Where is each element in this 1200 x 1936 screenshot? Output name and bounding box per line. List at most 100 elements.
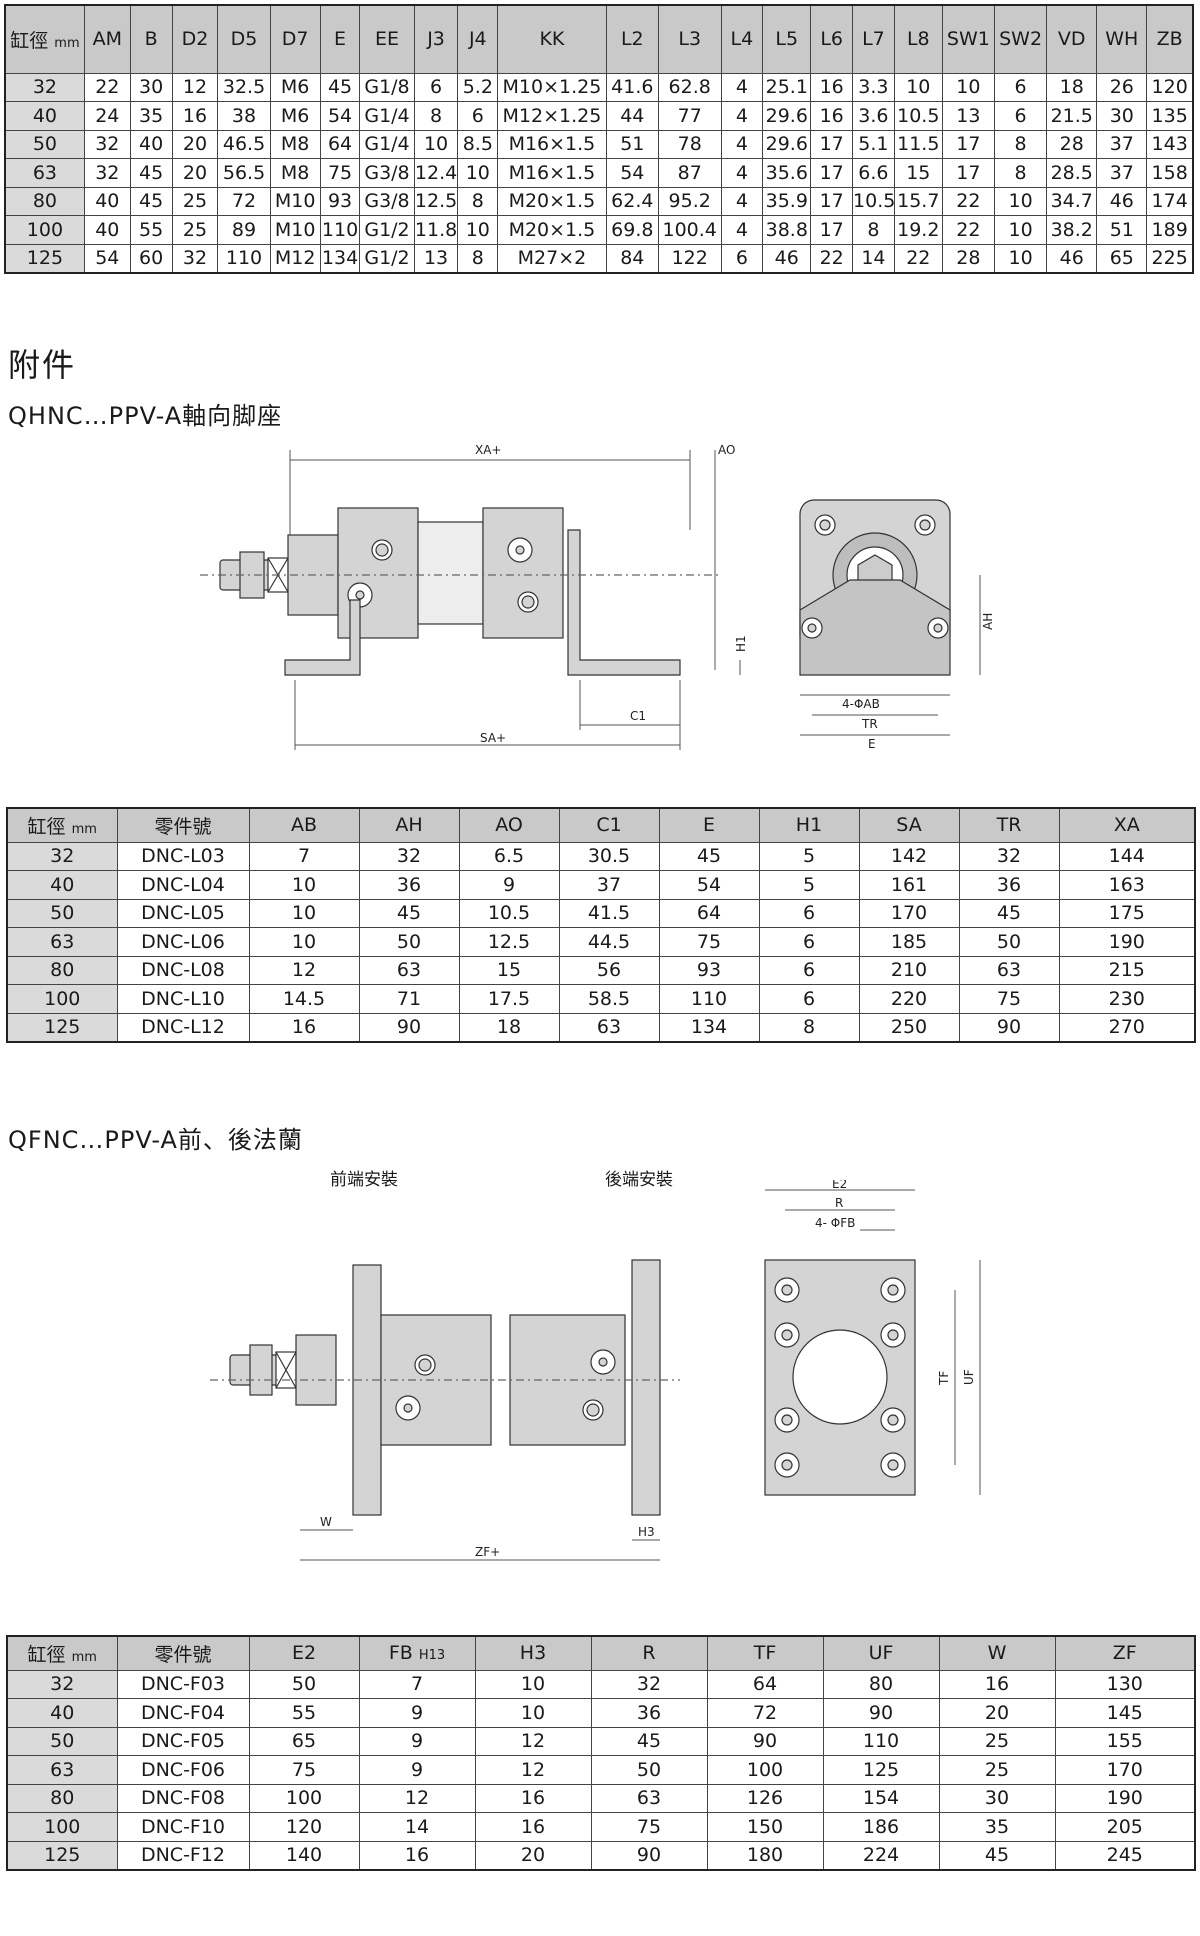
table-cell: G1/2 (359, 243, 415, 273)
table-cell: 21.5 (1046, 101, 1098, 131)
table-cell: 16 (248, 1012, 360, 1042)
bore-cell: 50 (6, 898, 118, 928)
table-cell: 37 (1096, 158, 1148, 188)
column-header: E2 (248, 1635, 360, 1671)
table-cell: 10 (474, 1669, 592, 1699)
column-header-label: SA (896, 814, 922, 837)
table-cell: 100 (706, 1755, 824, 1785)
table-cell: 69.8 (605, 215, 659, 245)
table-cell: 6.5 (458, 841, 560, 871)
table-cell: 32.5 (217, 72, 271, 102)
table-cell: G1/2 (359, 215, 415, 245)
table-cell: 8 (457, 186, 499, 216)
foot-mount-side-drawing: XA+ AO C1 SA+ H1 (200, 443, 748, 750)
column-header: E (319, 4, 361, 74)
table-cell: 6 (758, 898, 860, 928)
table-cell: 8 (993, 158, 1048, 188)
table-cell: 6 (413, 72, 459, 102)
table-cell: 11.8 (413, 215, 459, 245)
column-header: AO (458, 807, 560, 843)
svg-text:E2: E2 (832, 1180, 847, 1191)
table-cell: 55 (248, 1698, 360, 1728)
column-header-label: L7 (862, 28, 885, 51)
table-cell: 16 (474, 1812, 592, 1842)
table-cell: 9 (358, 1755, 476, 1785)
column-header: UF (822, 1635, 940, 1671)
column-header-label: 缸徑 (27, 815, 66, 838)
column-header: B (129, 4, 173, 74)
column-header-label: AM (92, 28, 122, 51)
table-cell: 75 (319, 158, 361, 188)
column-header-label: ZB (1156, 28, 1183, 51)
table-cell: DNC-F08 (116, 1783, 250, 1813)
table-cell: 46 (1046, 243, 1098, 273)
table-cell: 37 (1096, 129, 1148, 159)
table-cell: 145 (1054, 1698, 1196, 1728)
table-cell: 126 (706, 1783, 824, 1813)
svg-text:R: R (835, 1196, 843, 1210)
table-cell: 34.7 (1046, 186, 1098, 216)
column-header: ZF (1054, 1635, 1196, 1671)
table-cell: 220 (858, 984, 960, 1014)
column-header-label: AO (495, 814, 523, 837)
table-cell: 100.4 (657, 215, 722, 245)
column-header: SW2 (993, 4, 1048, 74)
table-cell: 44 (605, 101, 659, 131)
table-cell: 110 (822, 1726, 940, 1756)
table-cell: 16 (810, 72, 854, 102)
table-cell: 12 (474, 1755, 592, 1785)
table-cell: 17 (810, 215, 854, 245)
table-cell: 25.1 (762, 72, 812, 102)
bore-cell: 32 (4, 72, 85, 102)
table-cell: 12.5 (413, 186, 459, 216)
table-cell: 174 (1146, 186, 1194, 216)
bore-cell: 80 (6, 955, 118, 985)
bore-cell: 80 (4, 186, 85, 216)
table-cell: 12.5 (458, 927, 560, 957)
table-cell: 93 (658, 955, 760, 985)
table-cell: 225 (1146, 243, 1194, 273)
table-cell: M20×1.5 (497, 186, 607, 216)
table-cell: 56 (558, 955, 660, 985)
table-cell: 15 (893, 158, 943, 188)
table-cell: G3/8 (359, 158, 415, 188)
column-header: ZB (1146, 4, 1194, 74)
svg-text:4-ΦAB: 4-ΦAB (842, 697, 880, 711)
column-header-label: C1 (596, 814, 622, 837)
column-header: J4 (457, 4, 499, 74)
table-cell: 170 (1054, 1755, 1196, 1785)
column-header-label: 缸徑 (27, 1643, 66, 1666)
table-cell: 20 (938, 1698, 1056, 1728)
table-cell: 4 (720, 186, 764, 216)
svg-text:SA+: SA+ (480, 731, 506, 745)
table-cell: 20 (474, 1840, 592, 1870)
bore-cell: 125 (4, 243, 85, 273)
column-header-label: TF (753, 1642, 777, 1665)
table-cell: 40 (83, 215, 131, 245)
table-cell: 4 (720, 158, 764, 188)
table-cell: 10 (474, 1698, 592, 1728)
table-cell: 41.6 (605, 72, 659, 102)
column-header: L6 (810, 4, 854, 74)
table-cell: 12.4 (413, 158, 459, 188)
table-cell: 10.5 (852, 186, 895, 216)
column-header-label: UF (868, 1642, 894, 1665)
table-cell: DNC-L05 (116, 898, 250, 928)
table-cell: 230 (1058, 984, 1196, 1014)
table-cell: 8 (993, 129, 1048, 159)
table-cell: 6 (720, 243, 764, 273)
table-cell: 40 (83, 186, 131, 216)
column-header-label: L4 (730, 28, 754, 51)
table-cell: 72 (706, 1698, 824, 1728)
table-cell: 51 (605, 129, 659, 159)
table-cell: 150 (706, 1812, 824, 1842)
